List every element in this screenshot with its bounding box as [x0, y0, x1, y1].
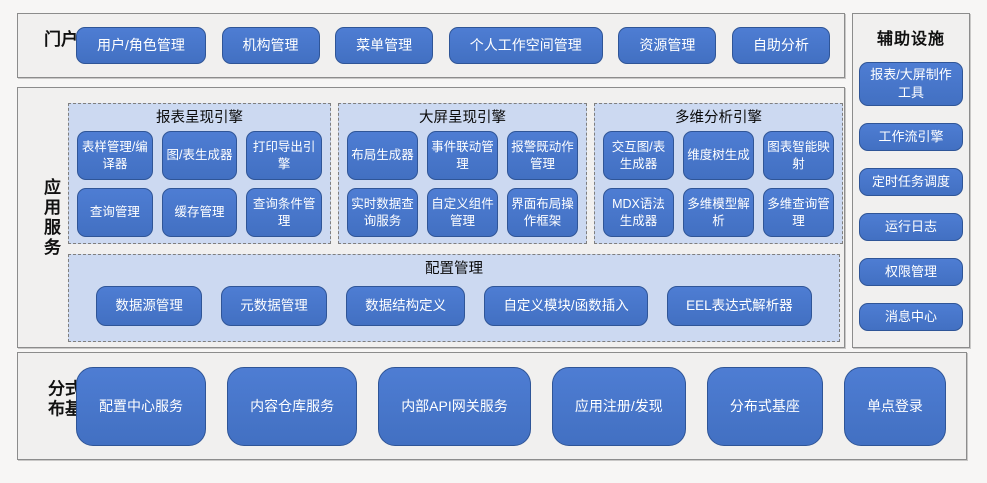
engine-node: 图表智能映射	[763, 131, 834, 180]
portal-node: 机构管理	[221, 27, 320, 64]
portal-node-row: 用户/角色管理 机构管理 菜单管理 个人工作空间管理 资源管理 自助分析	[76, 14, 830, 77]
engine-node: 查询管理	[77, 188, 153, 237]
infra-node: 分布式基座	[706, 366, 823, 446]
portal-node: 菜单管理	[335, 27, 434, 64]
engine-node: 缓存管理	[161, 188, 238, 237]
report-engine-group: 报表呈现引擎 表样管理/编译器 图/表生成器 打印导出引擎 查询管理 缓存管理 …	[68, 103, 331, 244]
config-node: 自定义模块/函数插入	[484, 286, 648, 326]
auxiliary-node: 定时任务调度	[859, 168, 963, 196]
engine-node-grid: 交互图/表生成器 维度树生成 图表智能映射 MDX语法生成器 多维模型解析 多维…	[603, 131, 834, 237]
infra-node: 内部API网关服务	[378, 366, 531, 446]
engine-node: 事件联动管理	[427, 131, 498, 180]
infra-node: 配置中心服务	[76, 366, 206, 446]
config-node: 数据源管理	[96, 286, 202, 326]
engine-node: 交互图/表生成器	[603, 131, 674, 180]
distributed-foundation-section: 分布式基础 配置中心服务 内容仓库服务 内部API网关服务 应用注册/发现 分布…	[17, 352, 967, 460]
auxiliary-section: 辅助设施 报表/大屏制作工具 工作流引擎 定时任务调度 运行日志 权限管理 消息…	[852, 13, 970, 348]
engine-node: 图/表生成器	[161, 131, 238, 180]
app-services-section: 应用服务 报表呈现引擎 表样管理/编译器 图/表生成器 打印导出引擎 查询管理 …	[17, 87, 845, 348]
engine-node: 打印导出引擎	[246, 131, 322, 180]
engine-node: 查询条件管理	[246, 188, 322, 237]
olap-engine-group: 多维分析引擎 交互图/表生成器 维度树生成 图表智能映射 MDX语法生成器 多维…	[594, 103, 843, 244]
engine-group-title: 报表呈现引擎	[156, 110, 243, 126]
app-services-section-label: 应用服务	[41, 177, 60, 258]
infra-node: 应用注册/发现	[551, 366, 686, 446]
engine-node: 报警既动作管理	[507, 131, 578, 180]
infra-node-row: 配置中心服务 内容仓库服务 内部API网关服务 应用注册/发现 分布式基座 单点…	[76, 353, 946, 459]
engine-node: 维度树生成	[683, 131, 754, 180]
auxiliary-node: 工作流引擎	[859, 123, 963, 151]
config-node-row: 数据源管理 元数据管理 数据结构定义 自定义模块/函数插入 EEL表达式解析器	[77, 286, 831, 326]
engine-node: 表样管理/编译器	[77, 131, 153, 180]
engine-node-grid: 表样管理/编译器 图/表生成器 打印导出引擎 查询管理 缓存管理 查询条件管理	[77, 131, 322, 237]
engine-node: 多维查询管理	[763, 188, 834, 237]
auxiliary-node: 运行日志	[859, 213, 963, 241]
engine-node: MDX语法生成器	[603, 188, 674, 237]
config-group-title: 配置管理	[425, 261, 483, 277]
config-management-group: 配置管理 数据源管理 元数据管理 数据结构定义 自定义模块/函数插入 EEL表达…	[68, 254, 840, 342]
infra-node: 内容仓库服务	[227, 366, 358, 446]
config-node: 数据结构定义	[346, 286, 466, 326]
config-node: 元数据管理	[221, 286, 327, 326]
dashboard-engine-group: 大屏呈现引擎 布局生成器 事件联动管理 报警既动作管理 实时数据查询服务 自定义…	[338, 103, 587, 244]
engine-node: 多维模型解析	[683, 188, 754, 237]
engine-group-title: 大屏呈现引擎	[419, 110, 506, 126]
auxiliary-node: 报表/大屏制作工具	[859, 62, 963, 106]
engine-node-grid: 布局生成器 事件联动管理 报警既动作管理 实时数据查询服务 自定义组件管理 界面…	[347, 131, 578, 237]
auxiliary-node-column: 报表/大屏制作工具 工作流引擎 定时任务调度 运行日志 权限管理 消息中心	[853, 62, 969, 331]
config-node: EEL表达式解析器	[667, 286, 812, 326]
portal-node: 个人工作空间管理	[448, 27, 603, 64]
portal-section: 门户 用户/角色管理 机构管理 菜单管理 个人工作空间管理 资源管理 自助分析	[17, 13, 845, 78]
portal-section-label: 门户	[41, 29, 77, 50]
portal-node: 用户/角色管理	[76, 27, 206, 64]
infra-node: 单点登录	[843, 366, 946, 446]
engine-node: 界面布局操作框架	[507, 188, 578, 237]
engine-group-title: 多维分析引擎	[675, 110, 762, 126]
portal-node: 自助分析	[731, 27, 830, 64]
engine-node: 实时数据查询服务	[347, 188, 418, 237]
engine-groups: 报表呈现引擎 表样管理/编译器 图/表生成器 打印导出引擎 查询管理 缓存管理 …	[68, 103, 843, 244]
portal-node: 资源管理	[618, 27, 717, 64]
auxiliary-node: 权限管理	[859, 258, 963, 286]
engine-node: 自定义组件管理	[427, 188, 498, 237]
auxiliary-node: 消息中心	[859, 303, 963, 331]
auxiliary-section-title: 辅助设施	[876, 31, 945, 48]
engine-node: 布局生成器	[347, 131, 418, 180]
